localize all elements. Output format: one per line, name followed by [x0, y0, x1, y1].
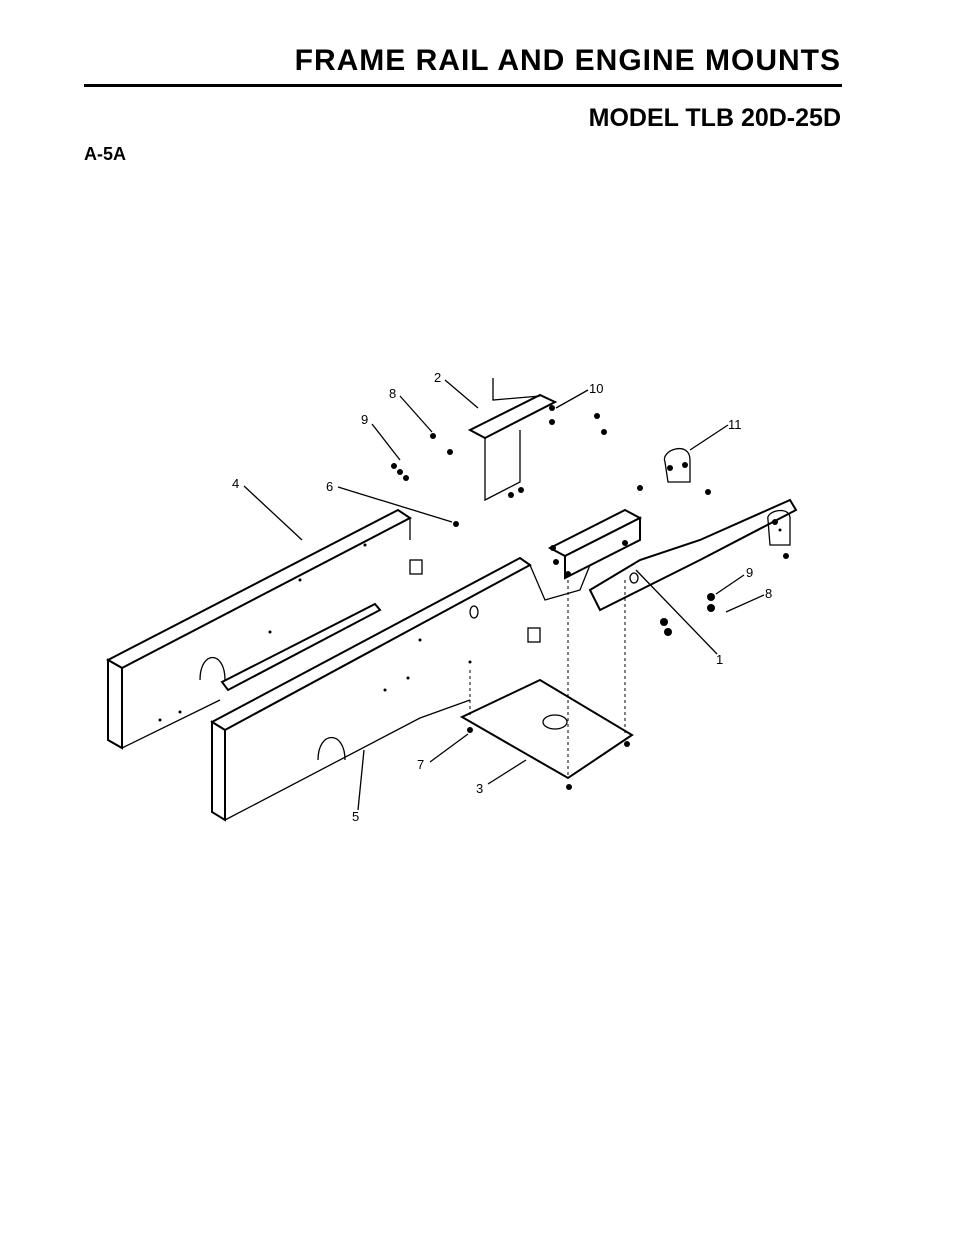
- callout-10: 10: [589, 381, 603, 396]
- callout-8-lower: 8: [765, 586, 772, 601]
- bottom-plate: [459, 580, 634, 780]
- callout-11: 11: [728, 417, 742, 432]
- callout-5: 5: [352, 809, 359, 824]
- callout-labels: 2 8 9 10 11 4 6 9 8 1 7 3 5: [232, 370, 772, 824]
- figure-code: A-5A: [84, 144, 127, 164]
- callout-1: 1: [716, 652, 723, 667]
- callout-8-upper: 8: [389, 386, 396, 401]
- upper-mount-plate: [467, 378, 558, 502]
- left-frame-rail: [105, 508, 423, 750]
- engine-mount-bracket: [547, 498, 798, 612]
- callout-2: 2: [434, 370, 441, 385]
- fasteners: [391, 405, 715, 790]
- title-rule: [84, 84, 842, 87]
- callout-3: 3: [476, 781, 483, 796]
- right-frame-rail: [209, 556, 593, 822]
- callout-9-lower: 9: [746, 565, 753, 580]
- callout-4: 4: [232, 476, 239, 491]
- page-title: FRAME RAIL AND ENGINE MOUNTS: [294, 44, 841, 77]
- hanger-brackets: [663, 448, 791, 559]
- callout-7: 7: [417, 757, 424, 772]
- model-heading: MODEL TLB 20D-25D: [588, 104, 841, 132]
- callout-6: 6: [326, 479, 333, 494]
- callout-9-upper: 9: [361, 412, 368, 427]
- callout-leaders: [243, 379, 765, 811]
